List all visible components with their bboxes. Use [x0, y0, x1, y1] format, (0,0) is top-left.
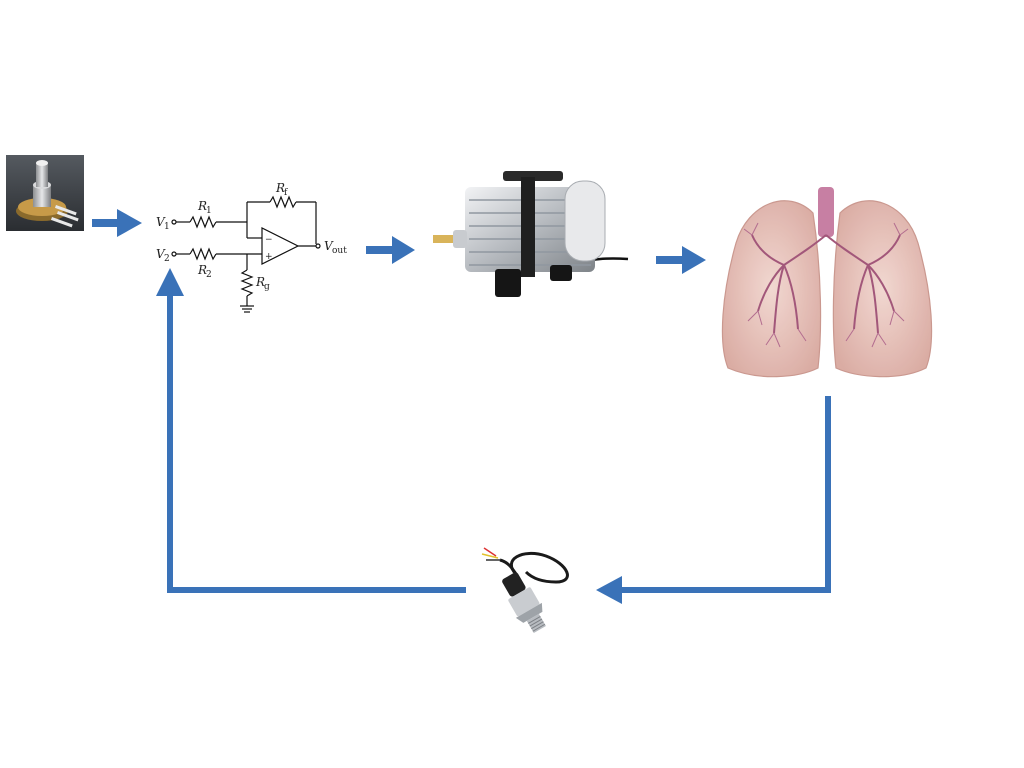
- rg-subscript: g: [264, 282, 270, 292]
- v1-label: V: [156, 215, 166, 229]
- lungs-image: [718, 183, 936, 383]
- arrow-sensor-to-amp: [156, 268, 466, 593]
- v2-subscript: 2: [164, 254, 170, 264]
- differential-amplifier-schematic: − + V 1 V 2 R 1 R 2 R f R g V out: [152, 178, 362, 318]
- r2-label: R: [197, 263, 207, 277]
- vout-label: V: [324, 239, 334, 253]
- air-pump-image: [425, 165, 630, 305]
- air-pump-photo-icon: [433, 171, 629, 297]
- arrow-pump-to-lungs: [656, 246, 706, 274]
- rf-label: R: [275, 181, 285, 195]
- r1-subscript: 1: [206, 206, 212, 216]
- arrow-pot-to-amp: [92, 209, 142, 237]
- v2-label: V: [156, 247, 166, 261]
- vout-subscript: out: [332, 246, 347, 256]
- rf-subscript: f: [284, 188, 288, 198]
- opamp-minus-sign: −: [265, 235, 273, 245]
- potentiometer-image: [6, 155, 84, 231]
- lungs-illustration-icon: [721, 187, 933, 378]
- opamp-schematic-icon: − + V 1 V 2 R 1 R 2 R f R g V out: [156, 181, 347, 313]
- opamp-plus-sign: +: [265, 252, 273, 262]
- pressure-sensor-photo-icon: [481, 547, 569, 633]
- arrow-amp-to-pump: [366, 236, 415, 264]
- r2-subscript: 2: [206, 270, 212, 280]
- pressure-sensor-image: [472, 538, 574, 640]
- r1-label: R: [197, 199, 207, 213]
- arrow-lungs-to-sensor: [596, 396, 831, 604]
- potentiometer-photo-icon: [6, 155, 84, 231]
- rg-label: R: [255, 275, 265, 289]
- v1-subscript: 1: [164, 222, 170, 232]
